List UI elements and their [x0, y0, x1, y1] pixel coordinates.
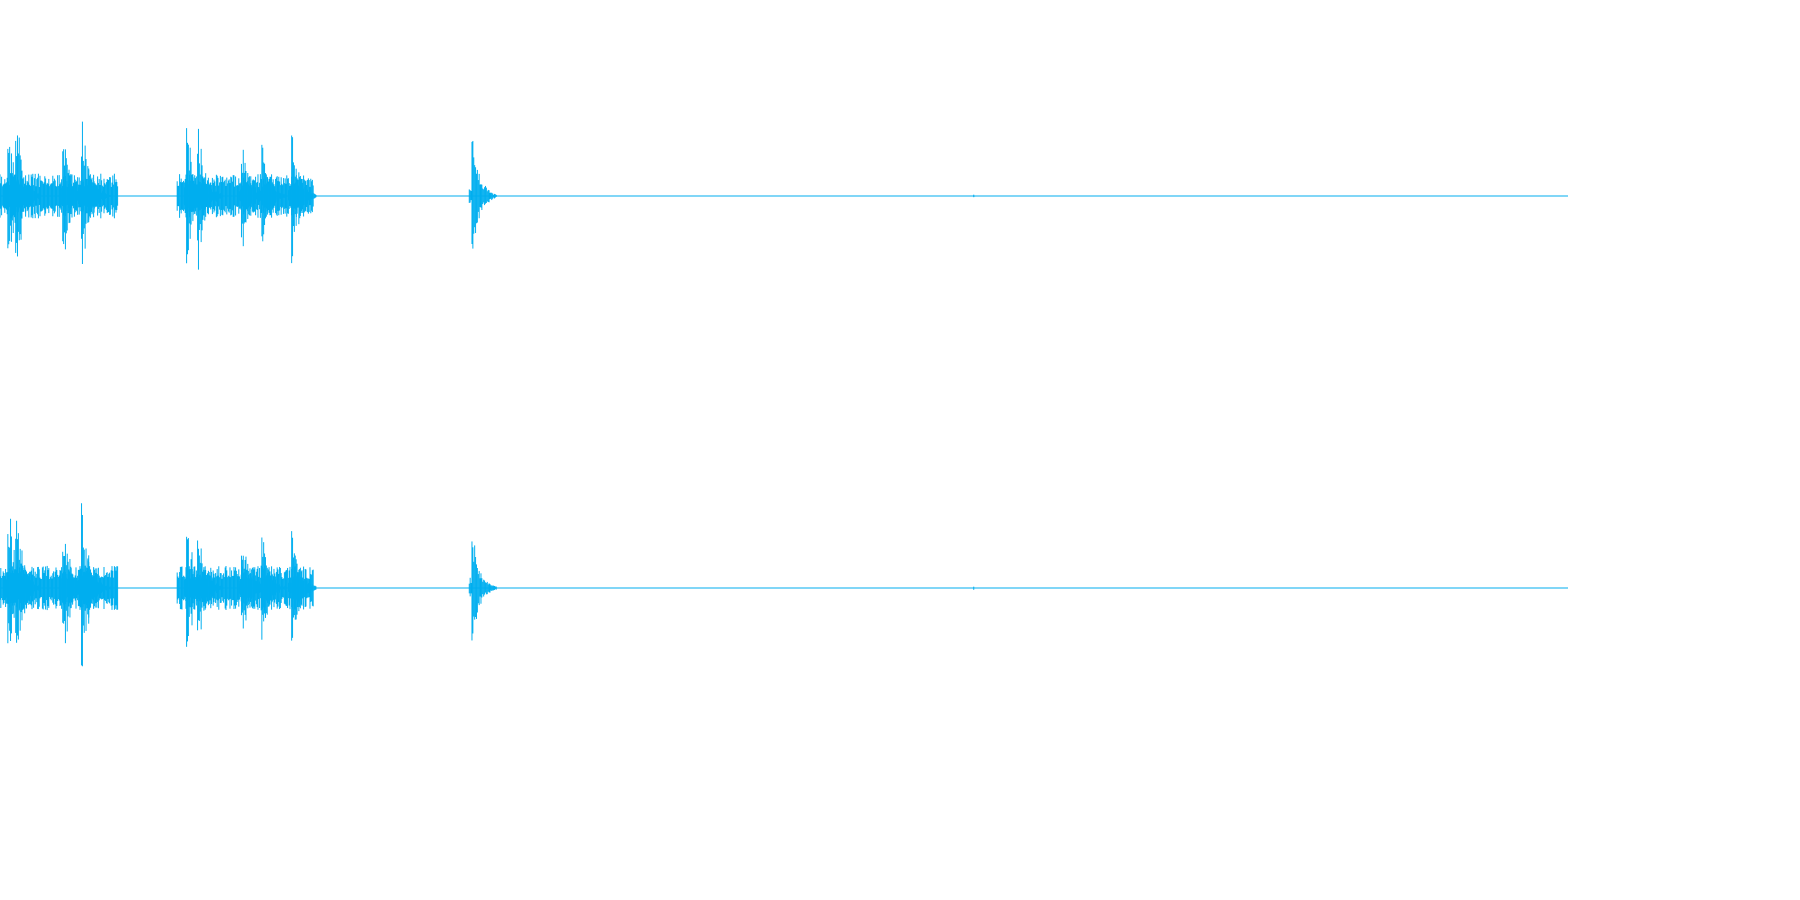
- transient-10: [468, 541, 497, 641]
- noise-cluster-1: [176, 565, 314, 611]
- noise-cluster-0: [0, 173, 119, 219]
- noise-cluster-0: [0, 565, 119, 611]
- left-channel-waveform: [0, 121, 1568, 270]
- transient-11: [970, 194, 977, 198]
- noise-cluster-1: [176, 174, 314, 218]
- right-channel-waveform: [0, 503, 1568, 667]
- transient-11: [970, 586, 977, 590]
- transient-10: [468, 140, 497, 249]
